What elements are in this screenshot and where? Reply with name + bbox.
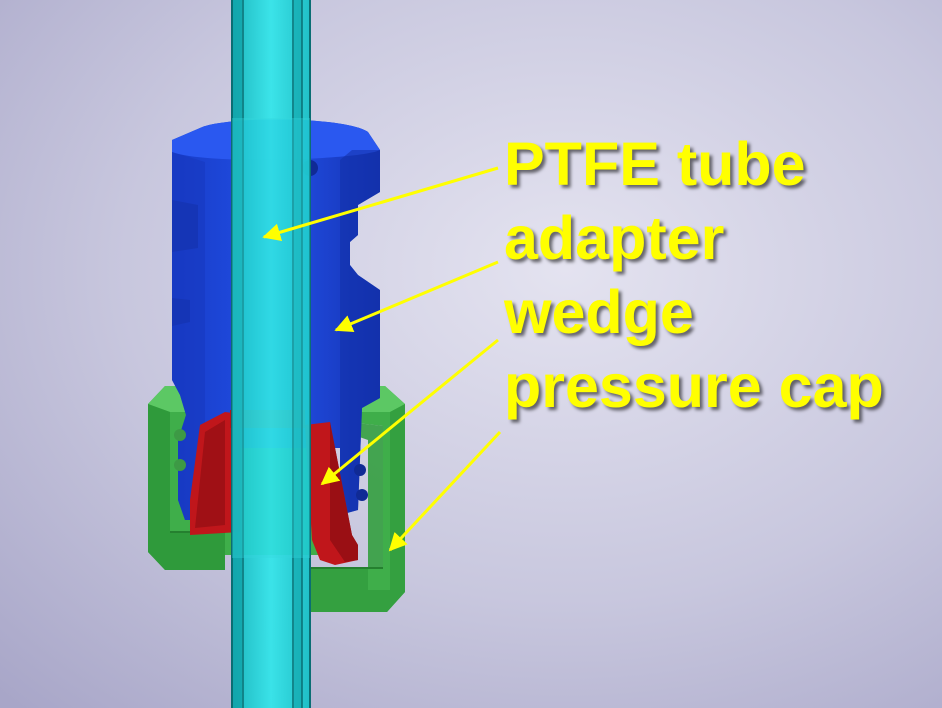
arrow-pressure-cap — [388, 430, 502, 552]
label-adapter: adapter — [504, 204, 725, 272]
arrow-wedge — [320, 338, 499, 486]
wedge-part — [190, 410, 358, 565]
label-pressure-cap: pressure cap — [504, 352, 884, 420]
label-wedge: wedge — [504, 278, 694, 346]
arrow-ptfe-tube — [262, 166, 499, 242]
arrow-adapter — [334, 260, 499, 333]
ptfe-tube-part — [231, 0, 311, 708]
callout-arrows — [262, 166, 502, 552]
label-ptfe-tube: PTFE tube — [504, 130, 806, 198]
